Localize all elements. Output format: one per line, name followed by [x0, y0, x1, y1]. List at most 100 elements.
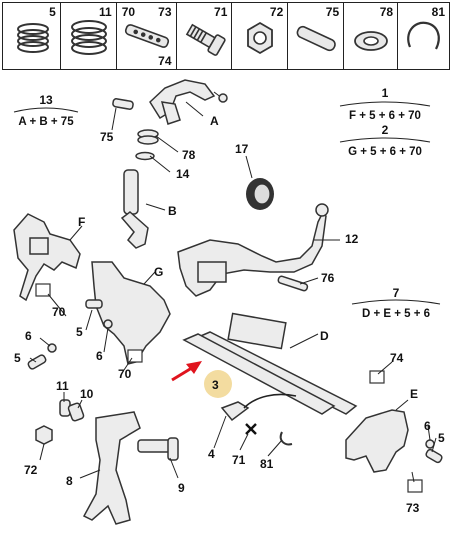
label-11: 11: [56, 379, 69, 393]
part-5a-spring: [27, 354, 47, 370]
spring-pin-icon: [124, 24, 169, 48]
circlip-icon: [407, 21, 440, 50]
legend-cell-5: 5: [3, 3, 61, 69]
part-10-plunger: [67, 402, 85, 422]
part-12-lever-housing: [177, 203, 329, 297]
formula-2: 2 G + 5 + 6 + 70: [339, 123, 431, 158]
part-3-rail: [182, 333, 336, 415]
legend-cell-70-73-74: 70 73 74: [117, 3, 177, 69]
legend-label: 78: [379, 5, 394, 19]
part-5b-spring: [85, 299, 103, 309]
label-70b: 70: [118, 367, 132, 381]
spring-icon: [17, 23, 49, 53]
formula-13: 13 A + B + 75: [13, 93, 79, 128]
part-78-washer: [135, 129, 159, 161]
part-81-circlip: [279, 431, 293, 446]
part-d-rail: [194, 312, 358, 415]
label-78: 78: [182, 148, 196, 162]
formula-number: 1: [382, 86, 389, 100]
part-6b-ball: [103, 319, 113, 329]
part-b-shaft: [120, 169, 149, 249]
part-e-fork: [345, 409, 409, 473]
callout-arrow: [171, 361, 202, 382]
part-75-pin: [112, 98, 134, 110]
part-71-cross: [245, 423, 257, 435]
formula-text: D + E + 5 + 6: [362, 308, 430, 320]
label-72: 72: [24, 463, 38, 477]
legend-label: 71: [214, 5, 228, 19]
formula-number: 2: [382, 123, 389, 137]
label-71: 71: [232, 453, 246, 467]
label-4: 4: [208, 447, 215, 461]
legend-label: 11: [99, 5, 112, 19]
label-73: 73: [406, 501, 420, 515]
label-5c: 5: [438, 431, 445, 445]
formula-number: 13: [39, 93, 53, 107]
legend-label: 73: [158, 5, 172, 19]
washer-icon: [354, 31, 389, 51]
label-6c: 6: [424, 419, 431, 433]
part-9-bolt: [137, 437, 179, 461]
label-10: 10: [80, 387, 94, 401]
label-75: 75: [100, 130, 114, 144]
legend-cell-72: 72: [232, 3, 289, 69]
parts-legend: 5 11 70 73 74 71: [2, 2, 450, 70]
formula-text: A + B + 75: [18, 116, 74, 128]
label-6b: 6: [96, 349, 103, 363]
part-3-highlight: [204, 370, 232, 398]
formula-number: 7: [393, 286, 400, 300]
label-3: 3: [212, 378, 219, 392]
legend-label: 75: [325, 5, 340, 19]
spring-large-icon: [70, 20, 107, 55]
part-73-box: [407, 479, 423, 493]
label-d: D: [320, 329, 329, 343]
part-76-pin: [277, 275, 309, 292]
legend-cell-11: 11: [61, 3, 117, 69]
label-76: 76: [321, 271, 335, 285]
label-6a: 6: [25, 329, 32, 343]
label-5b: 5: [76, 325, 83, 339]
formula-text: G + 5 + 6 + 70: [348, 146, 422, 158]
label-17: 17: [235, 142, 249, 156]
formula-text: F + 5 + 6 + 70: [349, 110, 421, 122]
legend-label: 72: [269, 5, 284, 19]
part-4-clip: [220, 401, 250, 422]
part-labels: A 75 78 14 17 B 12 76 F G D 70 6 5 5 6 7…: [14, 114, 445, 515]
formula-1: 1 F + 5 + 6 + 70: [339, 86, 431, 122]
part-8-lever: [82, 411, 141, 525]
label-12: 12: [345, 232, 359, 246]
label-f: F: [78, 215, 85, 229]
label-a: A: [210, 114, 219, 128]
legend-label: 81: [431, 5, 445, 19]
cable-curve: [243, 393, 297, 409]
legend-cell-78: 78: [344, 3, 399, 69]
part-17-seal: [246, 178, 274, 210]
label-70a: 70: [52, 305, 66, 319]
label-5a: 5: [14, 351, 21, 365]
part-70a-box: [35, 283, 51, 297]
leader-lines: [29, 101, 437, 483]
part-f-fork: [13, 213, 81, 302]
label-8: 8: [66, 474, 73, 488]
label-74: 74: [390, 351, 404, 365]
label-e: E: [410, 387, 418, 401]
bolt-icon: [185, 23, 226, 56]
label-g: G: [154, 265, 163, 279]
legend-label: 70: [121, 5, 136, 19]
label-81: 81: [260, 457, 274, 471]
label-b: B: [168, 204, 177, 218]
legend-cell-81: 81: [398, 3, 449, 69]
legend-cell-71: 71: [177, 3, 233, 69]
part-72-nut: [35, 425, 53, 445]
legend-label: 5: [49, 5, 56, 19]
pin-icon: [296, 25, 337, 52]
part-6c-ball: [425, 439, 435, 449]
part-74-box: [369, 370, 385, 384]
part-a-lever: [149, 79, 228, 125]
legend-cell-75: 75: [288, 3, 345, 69]
nut-icon: [247, 21, 274, 55]
label-9: 9: [178, 481, 185, 495]
legend-label: 74: [158, 54, 172, 68]
label-14: 14: [176, 167, 190, 181]
